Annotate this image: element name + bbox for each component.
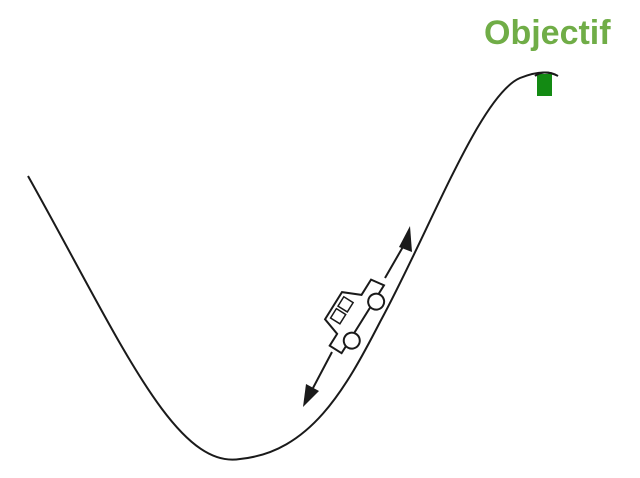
car-icon [323,278,386,355]
goal-flag [534,71,557,96]
goal-label: Objectif [484,14,611,52]
flag-icon [537,74,552,96]
flag-top-edge [534,71,557,77]
hill-curve [27,71,559,461]
arrow-up-right-icon [384,226,412,279]
arrow-down-left-icon [303,351,333,407]
